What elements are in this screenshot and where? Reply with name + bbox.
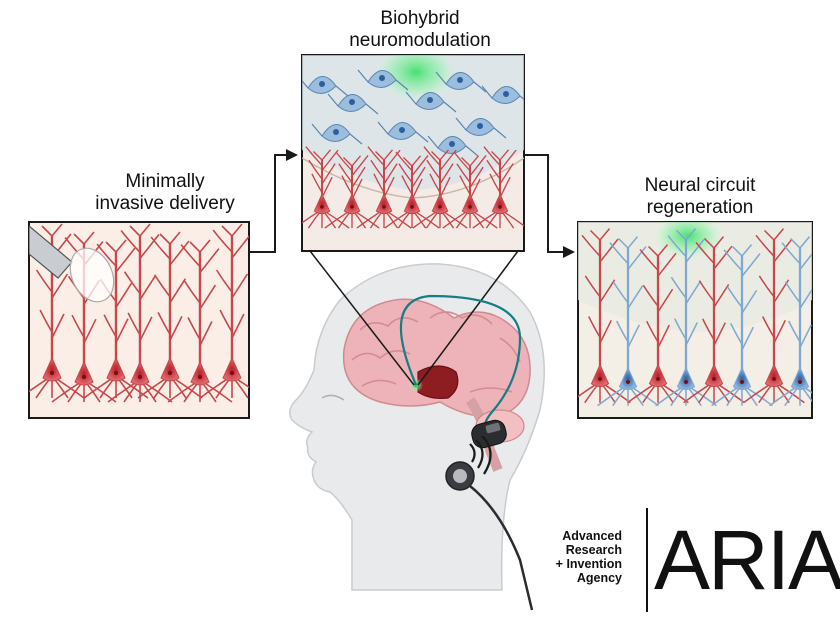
implanted-cell (481, 85, 524, 104)
neuron (199, 223, 249, 399)
logo-line-2: Research (565, 543, 622, 557)
panel-regeneration (577, 221, 813, 419)
neuron (302, 146, 350, 229)
graft-layer (302, 55, 524, 190)
neuron (743, 228, 805, 404)
neuron-field-regeneration (578, 228, 812, 407)
logo-divider (646, 508, 648, 612)
label-delivery-line2: invasive delivery (95, 193, 235, 214)
neuron (769, 236, 812, 407)
logo-wordmark: ARIA (654, 513, 840, 607)
logo-line-1: Advanced (562, 529, 622, 543)
target-region (417, 365, 459, 399)
zoom-lines (309, 250, 519, 386)
neuron (412, 146, 468, 229)
eye (321, 394, 345, 401)
neuron (683, 236, 745, 404)
neuron (472, 146, 524, 229)
implanted-cells (302, 69, 524, 157)
logo-line-3: + Invention (555, 557, 622, 571)
logo-line-4: Agency (576, 571, 622, 585)
external-controller (445, 461, 534, 611)
implanted-cell (302, 76, 349, 97)
implant-device (471, 419, 507, 449)
label-neuromodulation-line1: Biohybrid (380, 8, 460, 29)
neuron-field-neuromodulation (302, 146, 524, 229)
neuron (578, 228, 631, 404)
neuron (597, 236, 659, 407)
label-neuromodulation-line2: neuromodulation (349, 30, 491, 51)
label-delivery: Minimally invasive delivery (60, 171, 270, 215)
implanted-cell (377, 121, 429, 143)
implanted-cell (405, 91, 457, 113)
implanted-cell (327, 93, 379, 115)
injection-needle (29, 225, 115, 303)
label-regeneration-line1: Neural circuit (644, 175, 756, 196)
label-delivery-line1: Minimally (125, 171, 205, 192)
wireless-icon (469, 435, 492, 475)
neuron (107, 223, 173, 403)
head-illustration (289, 263, 545, 591)
arrow-to-regeneration (525, 154, 568, 253)
light-glow (374, 55, 458, 102)
neuron (83, 239, 149, 399)
label-regeneration: Neural circuit regeneration (585, 175, 815, 219)
flow-arrows (250, 149, 575, 258)
neuron (442, 151, 498, 229)
implanted-cell (357, 69, 409, 91)
panel-neuromodulation (301, 54, 525, 252)
neuron (167, 239, 233, 403)
implanted-cell (455, 117, 507, 139)
light-glow-regen (652, 222, 724, 260)
implanted-cell (311, 123, 363, 145)
optical-lead (399, 294, 522, 431)
neuron (711, 244, 773, 407)
controller-cable (469, 485, 534, 611)
label-regeneration-line2: regeneration (646, 197, 754, 218)
neuron (384, 151, 440, 229)
implanted-cell (435, 71, 487, 93)
arrowhead-2 (563, 246, 575, 258)
arrow-to-neuromodulation (250, 154, 292, 253)
arrowhead-1 (286, 149, 298, 161)
label-neuromodulation: Biohybrid neuromodulation (310, 8, 530, 52)
neuron (324, 151, 380, 229)
logo-tagline: Advanced Research + Invention Agency (556, 529, 622, 585)
brain (342, 298, 531, 418)
neuron (655, 228, 717, 407)
neuron (137, 231, 203, 399)
panel-delivery (28, 221, 250, 419)
